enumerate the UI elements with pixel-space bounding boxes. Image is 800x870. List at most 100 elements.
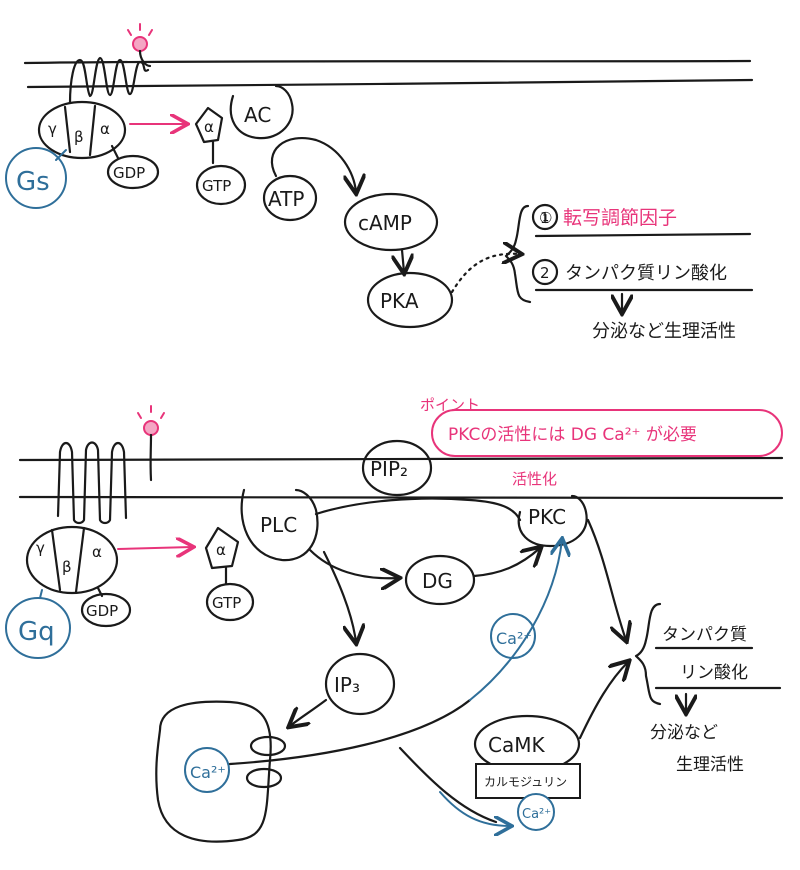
svg-text:2: 2 <box>540 264 550 282</box>
er-compartment <box>155 700 272 843</box>
gq-g-protein-dividers <box>50 526 86 594</box>
gs-outcome-1-num: ① <box>539 209 552 227</box>
note-text: PKCの活性には DG Ca²⁺ が必要 <box>448 425 697 445</box>
ligand-stem <box>138 49 152 68</box>
svg-text:1: 1 <box>540 209 550 227</box>
g-protein-dividers <box>63 104 97 157</box>
gq-alpha-label: α <box>92 543 102 561</box>
gq-outcome-2: リン酸化 <box>680 663 748 683</box>
gdp-bubble <box>106 154 160 190</box>
camp-bubble <box>343 192 439 252</box>
gs-bubble <box>5 147 67 209</box>
gq-pathway: ポイント PKCの活性には DG Ca²⁺ が必要 γ β α Gq GDP α <box>5 396 784 843</box>
gq-outcome-result-1: 分泌など <box>650 723 718 743</box>
plc-to-ip3-arrow <box>322 550 356 642</box>
dg-label: DG <box>422 569 453 593</box>
gq-receptor <box>56 441 128 525</box>
gs-gtp-bubble <box>195 164 247 206</box>
plc-label: PLC <box>260 513 297 537</box>
pkc-to-outcome-arrow <box>586 518 626 640</box>
calmodulin-ca-label: Ca²⁺ <box>522 807 551 822</box>
gq-outcome-bracket <box>634 602 662 706</box>
gs-beta-label: β <box>74 128 84 146</box>
gq-gtp-bubble <box>205 582 255 622</box>
gq-bubble-tail <box>39 589 43 599</box>
outcome-1-underline <box>534 232 752 238</box>
ip3-to-er-arrow <box>290 698 328 726</box>
ip3-bubble <box>324 652 396 716</box>
gq-gdp-bubble <box>80 592 132 628</box>
er-ca-bubble <box>184 747 230 793</box>
dg-bubble <box>404 554 476 606</box>
camk-to-outcome-arrow <box>578 662 628 740</box>
ip3-receptor-bottom <box>245 767 283 789</box>
outcome-2-circle <box>531 258 559 286</box>
ac-body <box>229 84 294 140</box>
gdp-link <box>110 144 120 160</box>
cyto-ca-bubble <box>490 613 536 659</box>
camk-label: CaMK <box>488 733 545 757</box>
gs-outcome-bracket <box>504 204 532 304</box>
er-ca-label: Ca²⁺ <box>190 763 226 782</box>
membrane-line-inner <box>26 78 754 89</box>
atp-to-camp-arrow <box>270 137 356 192</box>
plc-body <box>240 488 319 562</box>
membrane-line-outer <box>23 59 752 65</box>
gq-outcome-1: タンパク質 <box>662 625 747 645</box>
gs-gtp-label: GTP <box>202 177 231 195</box>
calmodulin-box <box>475 763 581 799</box>
calmodulin-ca-bubble <box>517 793 555 831</box>
pkc-body <box>517 494 588 548</box>
calmodulin-label: カルモジュリン <box>484 775 567 789</box>
gs-label: Gs <box>16 167 50 197</box>
ip3-label: IP₃ <box>334 673 360 697</box>
camp-to-pka-arrow <box>402 248 404 272</box>
ca-release-path <box>228 698 472 766</box>
gs-gdp-label: GDP <box>113 164 145 182</box>
gq-gtp-label: GTP <box>212 594 241 612</box>
gq-ligand-rays-icon <box>137 405 165 419</box>
gq-g-protein <box>25 525 119 595</box>
gs-bubble-tail <box>55 149 67 161</box>
plc-to-dg-arrow <box>308 548 398 578</box>
gs-gamma-label: γ <box>48 120 57 138</box>
ca-to-pkc-arrow <box>469 540 562 701</box>
gq-membrane-inner <box>18 495 784 500</box>
pip2-bubble <box>361 439 433 497</box>
pip2-arc <box>314 497 522 522</box>
camp-label: cAMP <box>358 211 412 235</box>
gq-beta-label: β <box>62 558 72 576</box>
gq-label: Gq <box>18 617 55 647</box>
g-protein-complex <box>37 100 127 160</box>
outcome-1-circle <box>531 203 559 231</box>
gs-outcome-1: 転写調節因子 <box>563 207 677 229</box>
ip3-receptor-top <box>249 735 287 757</box>
gq-activation-arrow <box>117 547 192 549</box>
ac-label: AC <box>244 103 271 127</box>
gq-alpha-active-label: α <box>216 541 226 559</box>
pka-bubble <box>366 271 454 329</box>
gq-bubble <box>5 597 71 659</box>
gq-gamma-label: γ <box>36 539 45 557</box>
ca-to-calmodulin-arrow <box>439 791 510 826</box>
dg-to-pkc-arrow <box>472 548 540 578</box>
pkc-label: PKC <box>528 505 566 529</box>
cyto-ca-label: Ca²⁺ <box>496 629 532 648</box>
gs-alpha-label: α <box>100 120 110 138</box>
pka-to-outcomes-arrow <box>450 254 520 294</box>
gs-outcome-2: タンパク質リン酸化 <box>565 263 727 284</box>
ligand-rays-icon <box>127 23 153 36</box>
pkc-activation-label: 活性化 <box>512 470 557 488</box>
gs-pathway: γ β α Gs GDP α GTP AC ATP cAMP PKA <box>5 23 754 342</box>
gs-alpha-active <box>194 106 224 144</box>
gs-outcome-result: 分泌など生理活性 <box>592 321 736 342</box>
gq-alpha-active <box>204 526 240 570</box>
gq-outcome-result-2: 生理活性 <box>676 755 744 775</box>
atp-bubble <box>262 174 318 222</box>
atp-label: ATP <box>268 187 304 211</box>
ligand-icon <box>132 36 148 52</box>
ca-to-camk-path <box>398 746 498 824</box>
note-box <box>431 409 783 457</box>
gq-gdp-label: GDP <box>86 602 118 620</box>
